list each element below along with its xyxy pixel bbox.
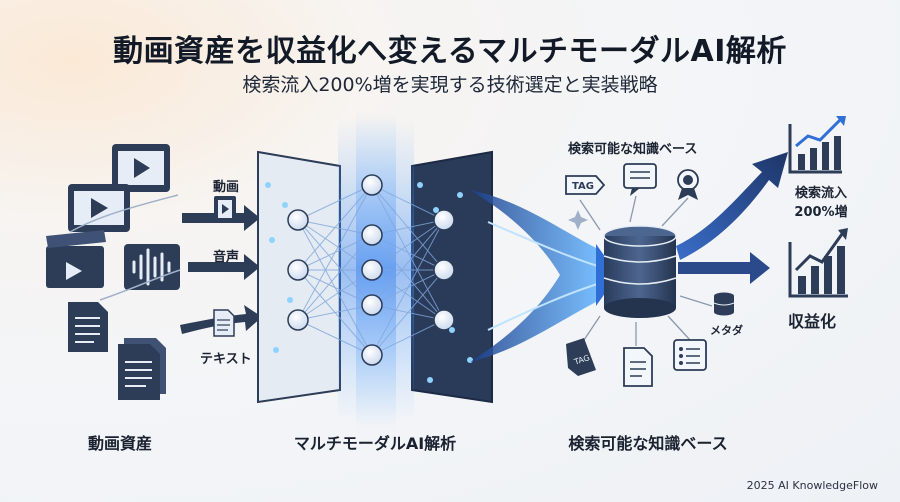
nn-node	[361, 224, 383, 246]
metadata-db-icon	[713, 292, 735, 316]
list-icon	[673, 339, 707, 371]
nn-node	[361, 259, 383, 281]
revenue-arrow	[678, 252, 770, 284]
nn-node	[361, 174, 383, 196]
nn-node	[287, 259, 309, 281]
nn-node	[361, 294, 383, 316]
video-file-icon	[112, 144, 170, 192]
circuit-dot	[273, 347, 279, 353]
nn-edge	[371, 219, 445, 356]
bar-chart-up-icon	[788, 116, 846, 174]
nn-edge	[371, 319, 445, 356]
audio-waveform-icon	[124, 244, 180, 290]
metadata-label: メタダ	[710, 324, 743, 337]
nn-edge	[371, 184, 445, 221]
nn-edge	[371, 234, 445, 321]
sparkle-icon	[568, 210, 588, 230]
nn-node	[287, 209, 309, 231]
circuit-dot	[449, 327, 455, 333]
documents-stack-icon	[118, 338, 166, 400]
circuit-dot	[287, 297, 293, 303]
neural-network-panel	[257, 110, 493, 430]
nn-edge	[297, 184, 373, 321]
tag-icon-2	[566, 338, 596, 376]
circuit-dot	[269, 237, 275, 243]
circuit-dot	[467, 357, 473, 363]
bar-chart-revenue-icon	[788, 228, 848, 298]
text-input-label: テキスト	[200, 352, 252, 367]
nn-edge	[371, 269, 445, 321]
circuit-dot	[417, 182, 423, 188]
bottom-label-assets: 動画資産	[87, 434, 152, 453]
nn-node	[433, 209, 455, 231]
tag-label: TAG	[572, 181, 594, 192]
search-growth-line1: 検索流入	[794, 186, 847, 201]
document-kb-icon	[623, 347, 653, 387]
nn-edge	[297, 304, 373, 321]
database-icon	[603, 225, 677, 318]
nn-edge	[371, 219, 445, 236]
video-input-label: 動画	[213, 180, 240, 195]
nn-node	[433, 259, 455, 281]
input-document-icon	[213, 309, 235, 337]
bottom-label-analysis: マルチモーダルAI解析	[293, 434, 457, 453]
nn-node	[287, 309, 309, 331]
clapperboard-icon	[46, 230, 106, 288]
growth-arrow	[676, 152, 788, 260]
video-file-icon	[68, 184, 130, 232]
circuit-dot	[457, 192, 463, 198]
circuit-dot	[282, 202, 288, 208]
nn-edge	[297, 184, 373, 271]
kb-connectors	[579, 195, 713, 346]
video-asset-icons	[46, 144, 181, 400]
nn-edge	[371, 269, 445, 356]
search-growth-label: 検索流入 200%増	[790, 182, 852, 220]
nn-edge	[371, 219, 445, 271]
bottom-label-kb: 検索可能な知識ベース	[568, 434, 728, 453]
kb-top-label: 検索可能な知識ベース	[568, 142, 698, 157]
award-badge-icon	[677, 169, 699, 200]
nn-edge	[297, 184, 373, 221]
nn-edge	[297, 234, 373, 321]
nn-edge	[297, 269, 373, 306]
nn-edge	[297, 219, 373, 271]
circuit-dot	[433, 207, 439, 213]
nn-edge	[371, 219, 445, 306]
circuit-dot	[265, 182, 271, 188]
nn-edge	[297, 269, 373, 321]
page-title: 動画資産を収益化へ変えるマルチモーダルAI解析	[113, 34, 787, 69]
chat-icon	[623, 163, 657, 196]
search-growth-line2: 200%増	[794, 205, 848, 220]
document-icon	[68, 302, 108, 352]
nn-node	[361, 344, 383, 366]
footer-credit: 2025 AI KnowledgeFlow	[746, 479, 878, 492]
revenue-label: 収益化	[788, 312, 837, 331]
audio-input-label: 音声	[213, 250, 240, 265]
nn-edge	[297, 319, 373, 356]
nn-edge	[297, 219, 373, 306]
nn-node	[433, 309, 455, 331]
circuit-dot	[427, 377, 433, 383]
tag-icon	[565, 175, 606, 195]
input-video-icon	[214, 196, 236, 222]
page-subtitle: 検索流入200%増を実現する技術選定と実装戦略	[242, 74, 658, 96]
nn-edge	[371, 234, 445, 271]
